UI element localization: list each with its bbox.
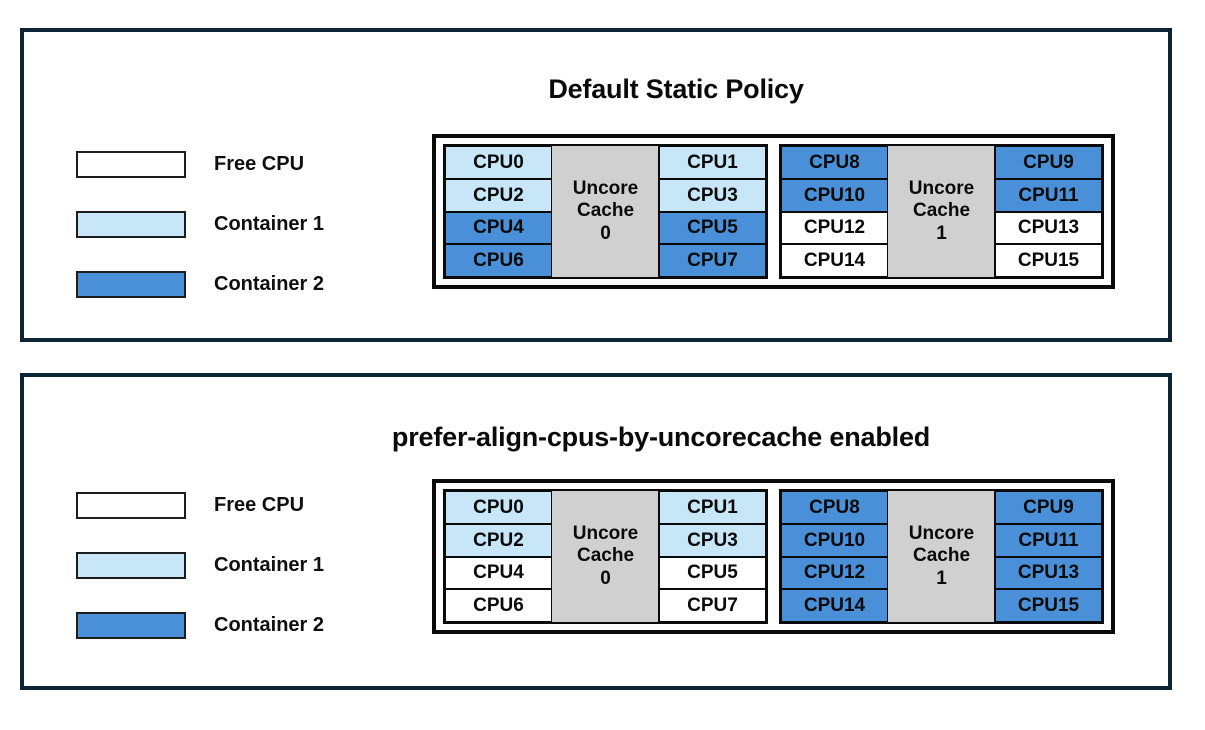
policy-panel-prefer-align: prefer-align-cpus-by-uncorecache enabled… (20, 373, 1172, 690)
cpu-column-left: CPU8 CPU10 CPU12 CPU14 (780, 490, 889, 623)
uncore-cache-index: 0 (600, 567, 611, 589)
legend-label-container-1: Container 1 (214, 212, 325, 235)
legend-item-container-2: Container 2 (76, 254, 324, 314)
legend-item-container-2: Container 2 (76, 595, 324, 655)
legend-label-free-cpu: Free CPU (214, 493, 305, 516)
cpu-cell: CPU11 (994, 177, 1103, 213)
page-title: Default Static Policy (548, 74, 804, 104)
legend-label-container-2: Container 2 (214, 613, 325, 636)
cpu-cell: CPU13 (994, 210, 1103, 246)
cpu-cell: CPU4 (444, 555, 553, 591)
uncore-cache-label-line2: Cache (576, 545, 635, 567)
cpu-topology-diagram: CPU0 CPU2 CPU4 CPU6 Uncore Cache 0 CPU1 … (432, 134, 1115, 289)
uncore-cache-block: Uncore Cache 1 (888, 491, 995, 622)
cpu-cell: CPU10 (780, 177, 889, 213)
uncore-cache-label-line2: Cache (912, 200, 971, 222)
cpu-column-left: CPU8 CPU10 CPU12 CPU14 (780, 145, 889, 278)
uncore-cache-index: 1 (936, 567, 947, 589)
cpu-column-right: CPU1 CPU3 CPU5 CPU7 (658, 145, 767, 278)
cpu-cell: CPU13 (994, 555, 1103, 591)
legend-label-container-2: Container 2 (214, 272, 325, 295)
cpu-cell: CPU4 (444, 210, 553, 246)
uncore-cache-index: 0 (600, 222, 611, 244)
legend-label-free-cpu: Free CPU (214, 152, 305, 175)
uncore-cache-block: Uncore Cache 1 (888, 146, 995, 277)
cpu-cell: CPU11 (994, 522, 1103, 558)
uncore-cache-label-line2: Cache (912, 545, 971, 567)
legend-item-free-cpu: Free CPU (76, 475, 324, 535)
legend-swatch-free-cpu (76, 491, 186, 519)
cpu-cell: CPU1 (658, 145, 767, 180)
legend: Free CPU Container 1 Container 2 (76, 134, 324, 314)
uncore-group-1: CPU8 CPU10 CPU12 CPU14 Uncore Cache 1 CP… (779, 489, 1104, 624)
page-title: prefer-align-cpus-by-uncorecache enabled (391, 422, 931, 452)
legend-swatch-container-1 (76, 210, 186, 238)
cpu-cell: CPU0 (444, 145, 553, 180)
cpu-cell: CPU15 (994, 588, 1103, 623)
cpu-cell: CPU9 (994, 145, 1103, 180)
uncore-cache-label-line1: Uncore (908, 177, 975, 199)
uncore-cache-label-line2: Cache (576, 200, 635, 222)
cpu-cell: CPU15 (994, 243, 1103, 278)
cpu-cell: CPU7 (658, 588, 767, 623)
cpu-cell: CPU12 (780, 555, 889, 591)
cpu-column-left: CPU0 CPU2 CPU4 CPU6 (444, 145, 553, 278)
cpu-column-right: CPU9 CPU11 CPU13 CPU15 (994, 145, 1103, 278)
cpu-cell: CPU2 (444, 177, 553, 213)
legend: Free CPU Container 1 Container 2 (76, 475, 324, 655)
cpu-cell: CPU8 (780, 490, 889, 525)
legend-item-free-cpu: Free CPU (76, 134, 324, 194)
legend-label-container-1: Container 1 (214, 553, 325, 576)
uncore-cache-label-line1: Uncore (908, 522, 975, 544)
cpu-topology-diagram: CPU0 CPU2 CPU4 CPU6 Uncore Cache 0 CPU1 … (432, 479, 1115, 634)
uncore-group-0: CPU0 CPU2 CPU4 CPU6 Uncore Cache 0 CPU1 … (443, 144, 768, 279)
cpu-cell: CPU1 (658, 490, 767, 525)
cpu-cell: CPU3 (658, 177, 767, 213)
cpu-cell: CPU14 (780, 243, 889, 278)
cpu-cell: CPU5 (658, 555, 767, 591)
uncore-cache-index: 1 (936, 222, 947, 244)
legend-item-container-1: Container 1 (76, 535, 324, 595)
cpu-cell: CPU8 (780, 145, 889, 180)
cpu-cell: CPU2 (444, 522, 553, 558)
legend-item-container-1: Container 1 (76, 194, 324, 254)
cpu-column-right: CPU9 CPU11 CPU13 CPU15 (994, 490, 1103, 623)
cpu-cell: CPU5 (658, 210, 767, 246)
cpu-cell: CPU12 (780, 210, 889, 246)
uncore-cache-block: Uncore Cache 0 (552, 146, 659, 277)
legend-swatch-container-2 (76, 611, 186, 639)
cpu-column-left: CPU0 CPU2 CPU4 CPU6 (444, 490, 553, 623)
cpu-cell: CPU6 (444, 588, 553, 623)
cpu-column-right: CPU1 CPU3 CPU5 CPU7 (658, 490, 767, 623)
legend-swatch-container-2 (76, 270, 186, 298)
uncore-group-1: CPU8 CPU10 CPU12 CPU14 Uncore Cache 1 CP… (779, 144, 1104, 279)
cpu-cell: CPU14 (780, 588, 889, 623)
legend-swatch-free-cpu (76, 150, 186, 178)
legend-swatch-container-1 (76, 551, 186, 579)
uncore-cache-label-line1: Uncore (572, 177, 639, 199)
cpu-cell: CPU6 (444, 243, 553, 278)
cpu-cell: CPU7 (658, 243, 767, 278)
policy-panel-default: Default Static Policy Free CPU Container… (20, 28, 1172, 342)
cpu-cell: CPU3 (658, 522, 767, 558)
cpu-cell: CPU10 (780, 522, 889, 558)
uncore-group-0: CPU0 CPU2 CPU4 CPU6 Uncore Cache 0 CPU1 … (443, 489, 768, 624)
uncore-cache-block: Uncore Cache 0 (552, 491, 659, 622)
cpu-cell: CPU0 (444, 490, 553, 525)
cpu-cell: CPU9 (994, 490, 1103, 525)
uncore-cache-label-line1: Uncore (572, 522, 639, 544)
